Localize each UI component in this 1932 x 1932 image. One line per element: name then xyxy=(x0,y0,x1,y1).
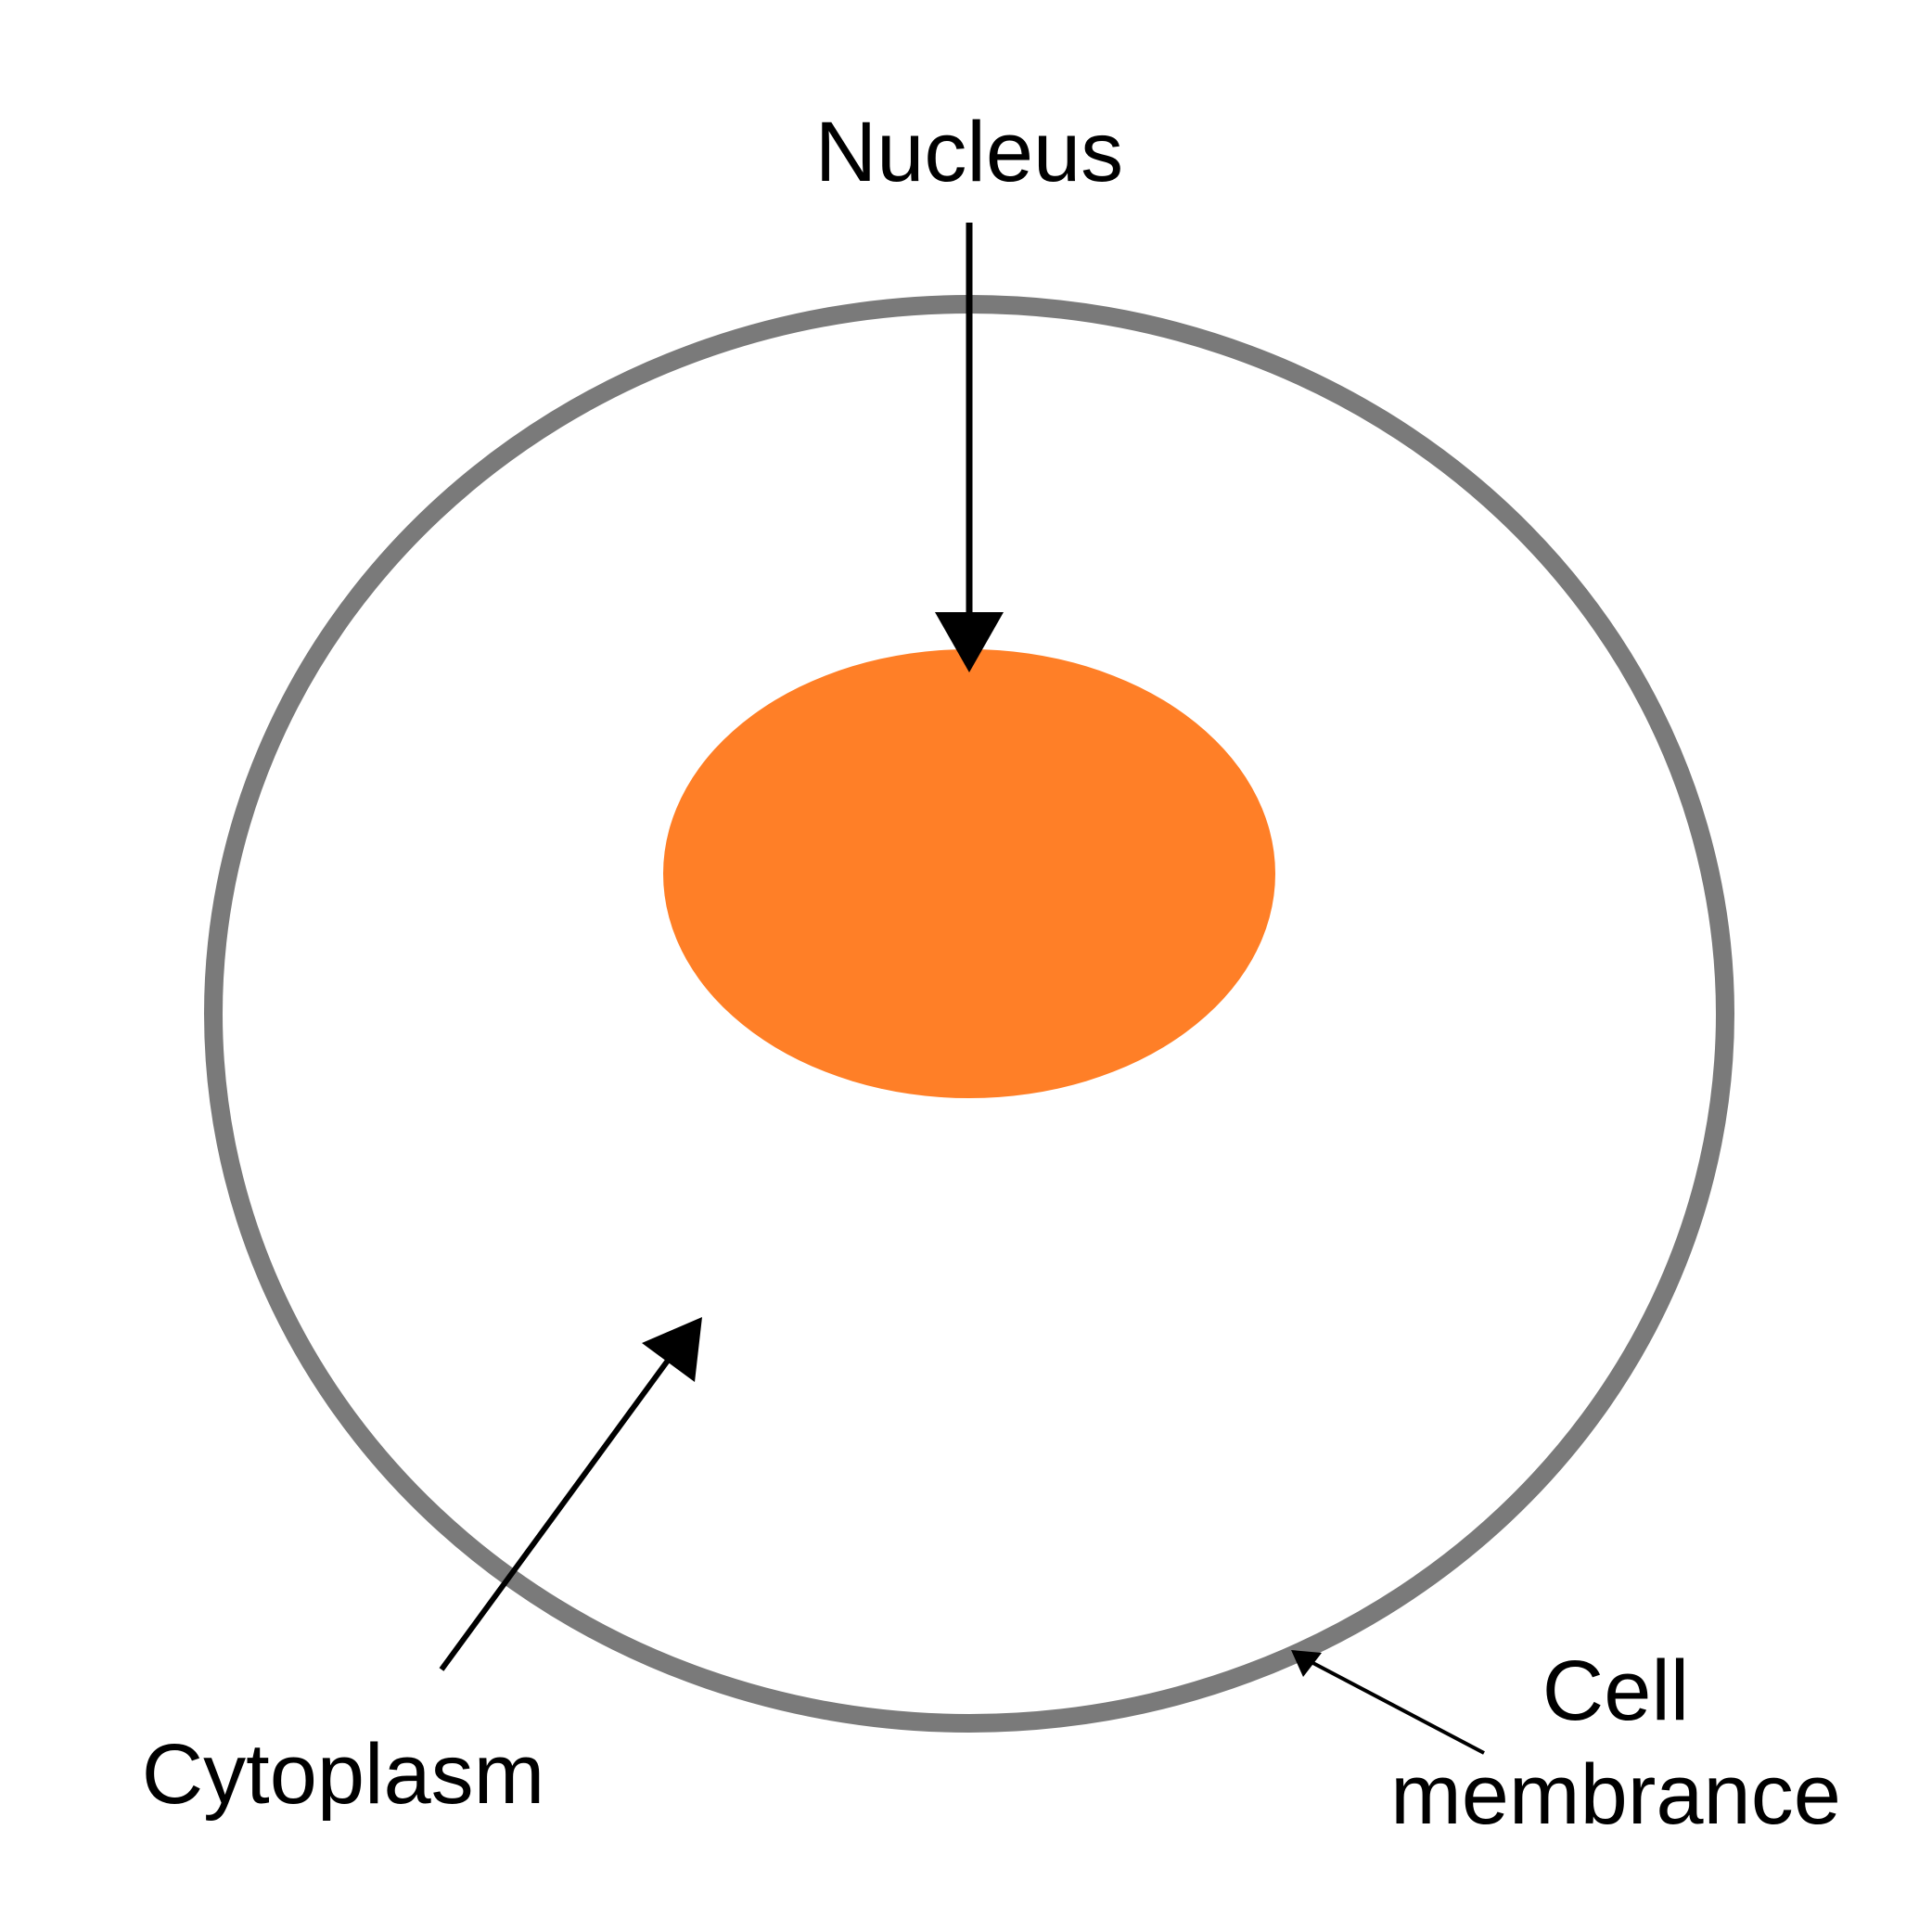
nucleus-arrow xyxy=(935,223,1004,672)
nucleus-label: Nucleus xyxy=(815,105,1123,199)
cell-membrance-label-line1: Cell xyxy=(1542,1644,1689,1738)
cytoplasm-arrow xyxy=(439,1317,702,1671)
cell-membrance-label-line2: membrance xyxy=(1390,1747,1841,1842)
nucleus-shape xyxy=(663,649,1275,1098)
cell-membrance-arrow xyxy=(1291,1650,1485,1755)
cytoplasm-label: Cytoplasm xyxy=(142,1727,545,1822)
